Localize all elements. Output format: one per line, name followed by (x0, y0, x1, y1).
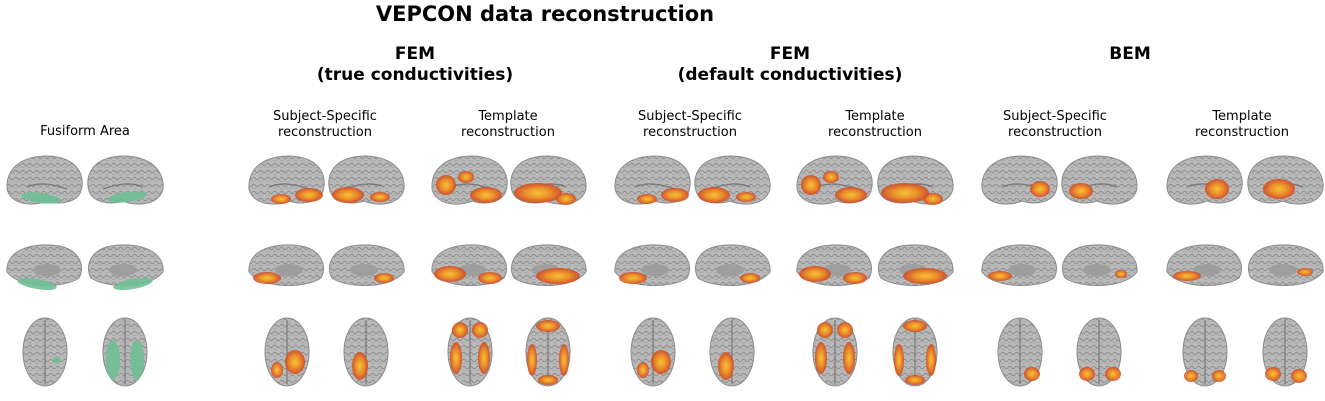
group-title-bem: BEM (1080, 44, 1180, 65)
group-title-fem-true: FEM (true conductivities) (290, 44, 540, 86)
figure-title: VEPCON data reconstruction (375, 2, 715, 26)
panel-label-line2: reconstruction (828, 125, 922, 140)
group-title-line2: (default conductivities) (677, 65, 903, 85)
brain-column (796, 155, 954, 387)
panel-label-line2: reconstruction (461, 125, 555, 140)
panel-label-fem-true-subject: Subject-Specific reconstruction (250, 109, 400, 141)
group-title-line1: FEM (394, 44, 436, 64)
panel-label-line2: reconstruction (1008, 125, 1102, 140)
brain-column (248, 155, 405, 387)
panel-label-line1: Template (1212, 109, 1272, 124)
panel-label-line1: Subject-Specific (1003, 109, 1107, 124)
brain-column (6, 155, 164, 387)
brain-column (1166, 155, 1324, 387)
panel-label-line1: Template (845, 109, 905, 124)
panel-label-line2: reconstruction (643, 125, 737, 140)
panel-label-line1: Template (478, 109, 538, 124)
brain-column (431, 155, 587, 387)
panel-label-line1: Subject-Specific (273, 109, 377, 124)
panel-label-fem-true-template: Template reconstruction (433, 109, 583, 141)
fusiform-area-label: Fusiform Area (40, 124, 130, 139)
group-title-line1: BEM (1109, 44, 1151, 64)
brain-column (981, 155, 1138, 387)
panel-label-line2: reconstruction (278, 125, 372, 140)
panel-label-fem-default-subject: Subject-Specific reconstruction (615, 109, 765, 141)
group-title-line2: (true conductivities) (316, 65, 514, 85)
panel-label-bem-subject: Subject-Specific reconstruction (980, 109, 1130, 141)
panel-label-fem-default-template: Template reconstruction (800, 109, 950, 141)
panel-label-line1: Subject-Specific (638, 109, 742, 124)
group-title-fem-default: FEM (default conductivities) (640, 44, 940, 86)
panel-label-line2: reconstruction (1195, 125, 1289, 140)
panel-label-bem-template: Template reconstruction (1167, 109, 1317, 141)
group-title-line1: FEM (769, 44, 811, 64)
brain-column (614, 155, 771, 387)
